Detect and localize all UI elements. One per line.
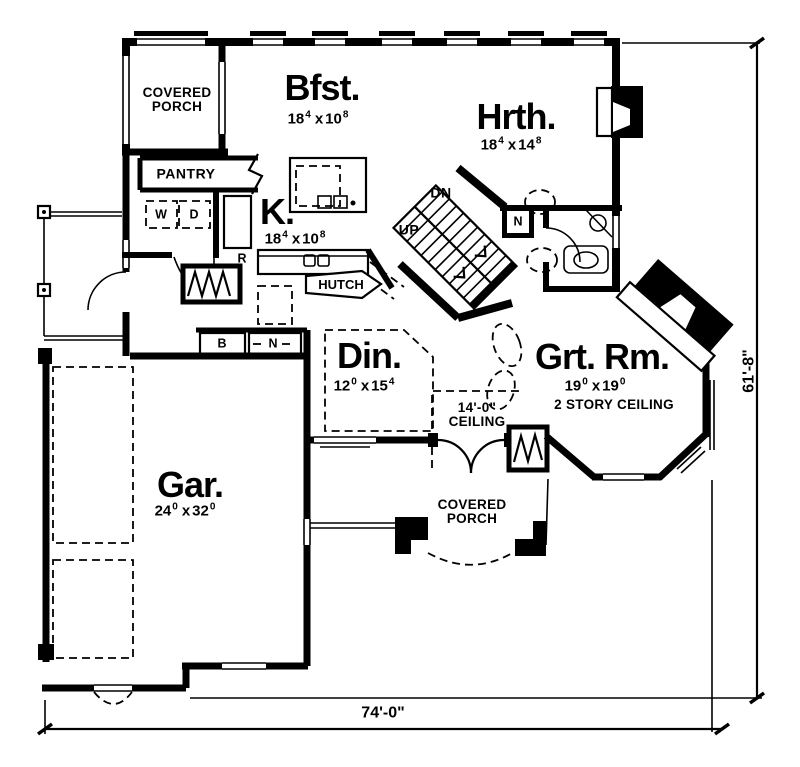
hearth-fireplace: [595, 86, 643, 138]
range-burner: [303, 254, 316, 267]
island-sink: [333, 195, 348, 209]
sink: [589, 214, 607, 232]
room-label-great-room: Grt. Rm.: [534, 336, 670, 378]
overall-width-dimension: 74'-0": [361, 704, 405, 722]
island-sink: [317, 195, 332, 209]
dim-tick: [713, 722, 731, 736]
break-line: [247, 153, 264, 195]
garage-stall: [52, 559, 134, 659]
pantry-structure: [137, 153, 264, 195]
kitchen-counter: [256, 248, 370, 276]
stairs: [359, 164, 534, 322]
entry-stoop: [36, 204, 126, 341]
powder-door-swing: [545, 227, 581, 263]
dimension-lines: [36, 36, 766, 736]
great-room-note: 2 STORY CEILING: [554, 397, 674, 412]
room-label-kitchen: K.: [260, 191, 295, 233]
dining-structure: [307, 329, 436, 448]
bench-label: B: [217, 336, 227, 351]
tray-ceiling: [324, 329, 434, 432]
hall: [130, 205, 545, 360]
top-wall-windows: [134, 31, 607, 48]
foyer-ceiling-label: 14'-0" CEILING: [448, 400, 506, 429]
hutch-label: HUTCH: [318, 277, 364, 293]
porch-arc: [427, 551, 515, 566]
porch-pillar: [395, 517, 428, 554]
room-label-garage: Gar.: [156, 464, 224, 506]
front-door-leaf: [437, 438, 473, 474]
arch-columns: [486, 189, 558, 411]
refrigerator-box: [222, 194, 253, 250]
range-burner: [317, 254, 330, 267]
niche-stairs-label: N: [513, 214, 523, 229]
room-label-hearth: Hrth.: [476, 96, 557, 138]
dryer-box: [178, 200, 211, 229]
refrigerator-label: R: [237, 251, 247, 266]
stair-arrow: [453, 266, 466, 279]
great-room-structure: [543, 258, 734, 482]
garage-stall: [52, 366, 134, 544]
kitchen-fixtures: [222, 156, 395, 290]
dim-tick: [36, 722, 54, 736]
toilet-tank: [563, 245, 609, 274]
front-door-leaf: [469, 438, 505, 474]
powder-room: [543, 205, 622, 292]
stairs-down-label: DN: [430, 184, 452, 201]
niche-hall-label: N: [268, 336, 278, 351]
overall-height-dimension: 61'-8": [740, 349, 758, 393]
great-room-fireplace: [615, 258, 734, 373]
pantry-label: PANTRY: [156, 165, 216, 182]
dim-tick: [748, 36, 766, 50]
stair-niche: [507, 211, 529, 233]
toilet-bowl: [573, 251, 599, 269]
foyer: [310, 390, 550, 566]
front-door-swing: [87, 271, 127, 311]
dryer-label: D: [189, 207, 199, 222]
room-label-breakfast: Bfst.: [284, 67, 361, 109]
porch-pillar: [515, 521, 546, 556]
room-label-dining: Din.: [337, 335, 402, 377]
covered-porch-bottom-label: COVERED PORCH: [437, 497, 507, 526]
washer-label: W: [155, 207, 167, 222]
washer-box: [145, 200, 178, 229]
closet-rod: [186, 268, 232, 300]
stair-arrow: [474, 245, 487, 258]
garage-door-swing: [93, 691, 133, 705]
covered-porch-top-label: COVERED PORCH: [142, 85, 212, 114]
closet-rod: [512, 430, 544, 466]
garage-structure: [38, 330, 313, 705]
stairs-up-label: UP: [398, 221, 420, 238]
hutch-banner: [304, 269, 383, 300]
left-wall-openings: [87, 56, 228, 312]
